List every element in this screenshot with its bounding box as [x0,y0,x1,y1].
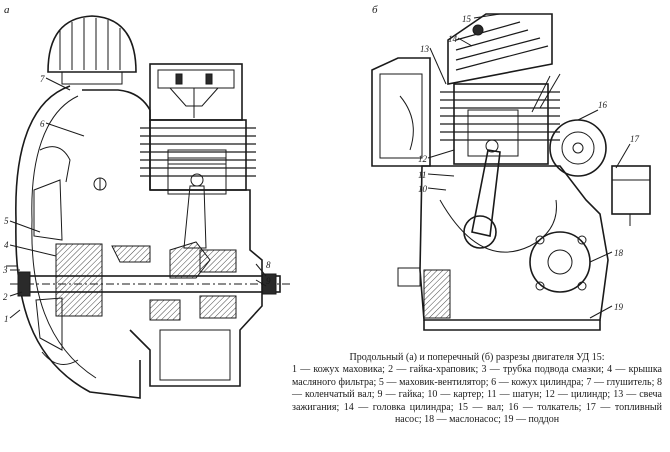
cross-section [371,13,651,331]
callout-16: 16 [598,100,608,110]
caption-legend: 1 — кожух маховика; 2 — гайка-храповик; … [292,364,662,426]
cylinder-head-left [149,63,243,121]
oil-pan [423,320,601,331]
callout-15: 15 [462,14,472,24]
callout-4: 4 [4,240,9,250]
callout-6: 6 [40,119,45,129]
callouts-left: 7 6 5 4 3 2 1 8 9 [2,74,271,324]
cylinder-head-right [447,13,553,85]
flywheel-housing [15,85,141,399]
caption-title: Продольный (а) и поперечный (б) разрезы … [349,352,605,363]
muffler [47,15,137,73]
callout-19: 19 [614,302,624,312]
cylinder-shroud [82,89,151,190]
cylinder-fins [140,127,256,177]
cylinder-fins-right [440,91,560,141]
connecting-rod [471,149,501,237]
callout-18: 18 [614,248,624,258]
callout-14: 14 [448,34,458,44]
callouts-right: 15 14 13 12 11 10 16 17 18 19 [418,14,640,312]
oil-pump [529,231,591,293]
fan-blades [33,146,79,365]
longitudinal-section [6,15,290,399]
callout-7: 7 [40,74,45,84]
callout-17: 17 [630,134,640,144]
timing-gear [549,119,607,177]
callout-9: 9 [266,276,271,286]
callout-11: 11 [418,170,426,180]
head-fins [455,21,549,71]
callout-13: 13 [420,44,430,54]
callout-3: 3 [2,265,8,275]
intake-box [371,57,431,167]
flywheel-hub [55,243,103,317]
callout-12: 12 [418,154,428,164]
panel-label-a: а [4,4,10,16]
starter-nut [17,271,31,297]
crankcase-left [129,189,263,387]
panel-label-b: б [372,4,378,16]
figure-caption: Продольный (а) и поперечный (б) разрезы … [292,352,662,426]
crankcase-right [419,165,609,321]
callout-2: 2 [3,292,8,302]
callout-5: 5 [4,216,9,226]
cylinder-left [149,119,247,191]
fuel-pump [611,165,651,215]
callout-1: 1 [4,314,9,324]
leader-lines [9,13,631,319]
callout-8: 8 [266,260,271,270]
callout-10: 10 [418,184,428,194]
